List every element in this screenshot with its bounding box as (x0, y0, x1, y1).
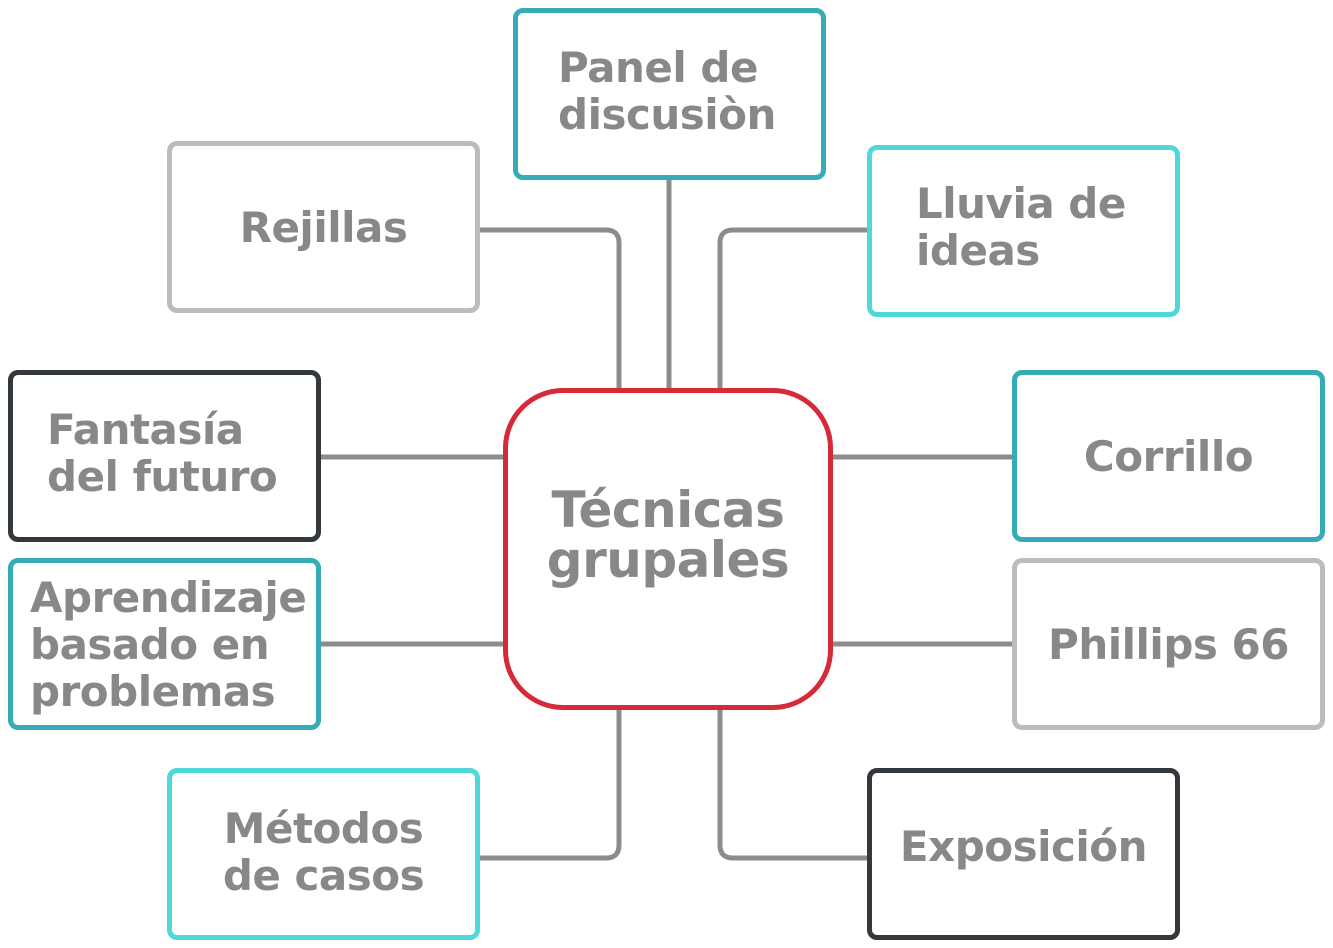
node-label: Fantasía del futuro (47, 405, 278, 501)
node-lluvia-de-ideas: Lluvia de ideas (867, 145, 1180, 317)
node-aprendizaje-basado-en-problemas: Aprendizaje basado en problemas (8, 558, 321, 730)
connector-metodos (480, 710, 622, 861)
node-label: Phillips 66 (1048, 619, 1289, 669)
node-label: Lluvia de ideas (916, 179, 1126, 275)
node-exposicion: Exposición (867, 768, 1180, 940)
connector-exposicion (717, 710, 867, 861)
connector-lluvia (717, 227, 867, 388)
node-label: Rejillas (239, 202, 408, 252)
node-corrillo: Corrillo (1012, 370, 1325, 542)
connector-rejillas (480, 227, 622, 388)
node-label: Exposición (899, 821, 1148, 871)
node-fantasia-del-futuro: Fantasía del futuro (8, 370, 321, 542)
node-phillips-66: Phillips 66 (1012, 558, 1325, 730)
node-label: Aprendizaje basado en problemas (30, 572, 307, 716)
central-topic-label: Técnicas grupales (546, 481, 790, 589)
node-label: Corrillo (1083, 431, 1254, 481)
node-rejillas: Rejillas (167, 141, 480, 313)
node-label: Métodos de casos (222, 804, 425, 900)
node-label: Panel de discusiòn (558, 43, 776, 139)
node-panel-de-discusion: Panel de discusiòn (513, 8, 826, 180)
node-metodos-de-casos: Métodos de casos (167, 768, 480, 940)
central-topic: Técnicas grupales (503, 388, 833, 710)
